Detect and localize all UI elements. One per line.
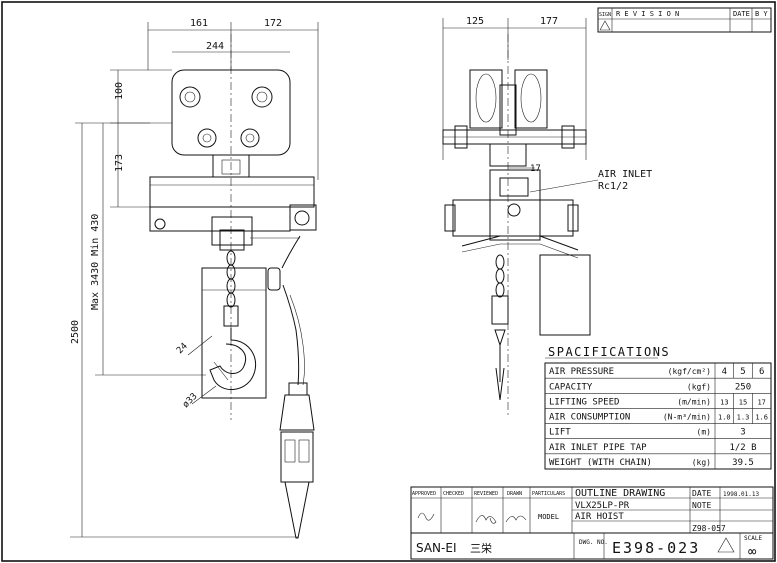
spec-unit: (kgf) bbox=[687, 382, 711, 391]
approved-label: APPROVED bbox=[412, 491, 436, 497]
hook bbox=[209, 328, 257, 390]
pendant bbox=[279, 394, 315, 431]
spec-title: SPACIFICATIONS bbox=[548, 345, 670, 359]
reviewed-label: REVIEWED bbox=[474, 491, 498, 497]
rev-date-header: DATE bbox=[733, 10, 750, 18]
date-label: DATE bbox=[692, 489, 711, 498]
dwg-number: E398-023 bbox=[612, 539, 700, 557]
spec-value: 1.3 bbox=[737, 414, 750, 422]
spec-value: 15 bbox=[739, 398, 747, 406]
dim-172: 172 bbox=[264, 18, 282, 29]
dim-244: 244 bbox=[206, 41, 224, 52]
signature-reviewed bbox=[475, 515, 497, 524]
dim-max-min: Max 3430 Min 430 bbox=[90, 214, 101, 310]
spec-value: 1/2 B bbox=[729, 443, 756, 453]
drawn-label: DRAWN bbox=[507, 491, 522, 497]
spec-value: 1.6 bbox=[755, 414, 768, 422]
revision-table: SIGN R E V I S I O N DATE B Y bbox=[597, 7, 772, 33]
note-label: NOTE bbox=[692, 501, 711, 510]
dim-2500: 2500 bbox=[70, 320, 81, 344]
drawing-title: OUTLINE DRAWING bbox=[575, 488, 665, 499]
side-view: 125 177 17 AIR INLET Rc1/2 bbox=[442, 16, 652, 415]
scale-value: ∞ bbox=[748, 544, 757, 560]
scale-label: SCALE bbox=[744, 535, 762, 542]
rev-by-header: B Y bbox=[755, 10, 768, 18]
dwg-label: DWG. NO. bbox=[579, 539, 608, 546]
spec-label: WEIGHT (WITH CHAIN) bbox=[549, 458, 652, 468]
spec-label: AIR PRESSURE bbox=[549, 367, 614, 377]
dim-173: 173 bbox=[114, 154, 125, 172]
revision-triangle-icon bbox=[599, 20, 611, 31]
spec-unit: (m) bbox=[697, 428, 711, 437]
dim-phi33: ø33 bbox=[181, 392, 200, 411]
spec-label: AIR CONSUMPTION bbox=[549, 413, 630, 423]
dim-17: 17 bbox=[530, 164, 541, 174]
spec-unit: (N-m³/min) bbox=[663, 413, 711, 422]
model-value: VLX25LP-PR bbox=[575, 501, 630, 511]
spec-value: 6 bbox=[759, 367, 764, 377]
spec-value: 5 bbox=[740, 367, 745, 377]
spec-label: CAPACITY bbox=[549, 382, 593, 392]
air-inlet-thread: Rc1/2 bbox=[598, 181, 628, 192]
dim-161: 161 bbox=[190, 18, 208, 29]
spec-value: 4 bbox=[722, 367, 727, 377]
company-name: SAN-EI bbox=[416, 541, 456, 555]
specifications: SPACIFICATIONS AIR PRESSURE (kgf/cm²) 4 5 6C… bbox=[544, 345, 772, 470]
checked-label: CHECKED bbox=[443, 491, 464, 497]
wheel-left bbox=[469, 69, 503, 129]
spec-value: 1.0 bbox=[718, 414, 731, 422]
product-value: AIR HOIST bbox=[575, 512, 624, 522]
model-label: MODEL bbox=[538, 513, 559, 521]
date-value: 1998.01.13 bbox=[723, 491, 760, 498]
spec-label: LIFTING SPEED bbox=[549, 397, 619, 407]
spec-unit: (kg) bbox=[692, 458, 711, 467]
spec-label: AIR INLET PIPE TAP bbox=[549, 443, 647, 453]
spec-value: 13 bbox=[720, 398, 728, 406]
spec-value: 39.5 bbox=[732, 458, 754, 468]
note-value: Z98-057 bbox=[692, 524, 726, 533]
spec-unit: (m/min) bbox=[677, 397, 711, 406]
spec-value: 250 bbox=[735, 382, 751, 392]
wheel-right bbox=[514, 69, 548, 129]
title-block: APPROVED CHECKED REVIEWED DRAWN PARTICUL… bbox=[410, 486, 774, 560]
company-name-jp: 三栄 bbox=[470, 541, 492, 555]
dim-100: 100 bbox=[114, 82, 125, 100]
side-body bbox=[489, 169, 541, 241]
air-inlet-label: AIR INLET bbox=[598, 169, 652, 180]
dim-177: 177 bbox=[540, 16, 558, 27]
spec-label: LIFT bbox=[549, 428, 571, 438]
rev-revision-header: R E V I S I O N bbox=[616, 10, 679, 18]
front-view: 161 172 244 100 173 bbox=[70, 18, 319, 539]
chain-container bbox=[201, 267, 267, 399]
dim-125: 125 bbox=[466, 16, 484, 27]
dim-24: 24 bbox=[175, 341, 190, 356]
rev-sign-header: SIGN bbox=[599, 12, 611, 18]
spec-value: 17 bbox=[757, 398, 765, 406]
spec-unit: (kgf/cm²) bbox=[668, 367, 711, 376]
hoist-body bbox=[149, 176, 315, 208]
spec-value: 3 bbox=[740, 428, 745, 438]
signature-approved bbox=[417, 512, 435, 521]
particulars-label: PARTICULARS bbox=[532, 491, 565, 497]
signature-drawn bbox=[505, 515, 527, 523]
revision-triangle-icon bbox=[717, 537, 735, 553]
